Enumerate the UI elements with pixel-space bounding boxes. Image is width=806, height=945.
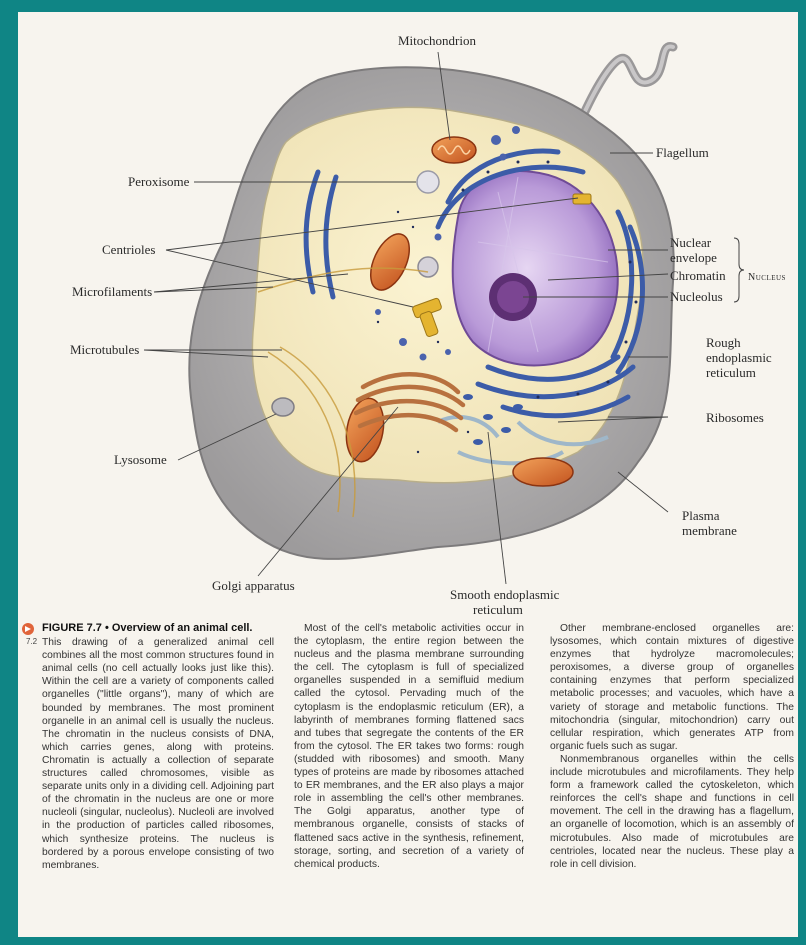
label-flagellum: Flagellum (656, 145, 709, 160)
label-smooth-er-line1: Smooth endoplasmic (450, 587, 559, 602)
label-chromatin: Chromatin (670, 268, 726, 283)
nucleus-bracket (734, 238, 744, 302)
textbook-page: Mitochondrion Flagellum Peroxisome Centr… (18, 12, 798, 937)
label-lysosome: Lysosome (114, 452, 167, 467)
label-rough-er-line2: endoplasmic (706, 350, 772, 365)
label-rough-er-line3: reticulum (706, 365, 756, 380)
label-centrioles: Centrioles (102, 242, 155, 257)
label-plasma-membrane-line2: membrane (682, 523, 737, 538)
caption-paragraph-1: This drawing of a generalized animal cel… (42, 636, 274, 872)
caption-paragraph-2: Most of the cell's metabolic activities … (294, 622, 524, 871)
figure-title: FIGURE 7.7 • Overview of an animal cell. (42, 622, 274, 635)
label-nuclear-envelope-line1: Nuclear (670, 235, 711, 250)
label-microtubules: Microtubules (70, 342, 139, 357)
peroxisome-shape (417, 171, 439, 193)
label-smooth-er-line2: reticulum (473, 602, 523, 617)
label-plasma-membrane-line1: Plasma (682, 508, 720, 523)
label-golgi-apparatus: Golgi apparatus (212, 578, 295, 593)
caption-column-2: Most of the cell's metabolic activities … (294, 622, 524, 871)
label-mitochondrion: Mitochondrion (398, 33, 476, 48)
figure-link-icon[interactable] (22, 623, 34, 635)
label-microfilaments: Microfilaments (72, 284, 152, 299)
label-peroxisome: Peroxisome (128, 174, 189, 189)
label-nucleolus: Nucleolus (670, 289, 723, 304)
label-rough-er-line1: Rough (706, 335, 741, 350)
figure-number: 7.2 (26, 637, 37, 646)
caption-paragraph-4: Nonmembranous organelles within the cell… (550, 753, 794, 871)
label-nucleus: Nucleus (748, 270, 786, 285)
lysosome-shape (272, 398, 294, 416)
caption-column-3: Other membrane-enclosed organelles are: … (550, 622, 794, 871)
caption-paragraph-3: Other membrane-enclosed organelles are: … (550, 622, 794, 753)
animal-cell-diagram (18, 12, 798, 612)
caption-column-1: FIGURE 7.7 • Overview of an animal cell.… (42, 622, 274, 872)
label-nuclear-envelope-line2: envelope (670, 250, 717, 265)
label-ribosomes: Ribosomes (706, 410, 764, 425)
